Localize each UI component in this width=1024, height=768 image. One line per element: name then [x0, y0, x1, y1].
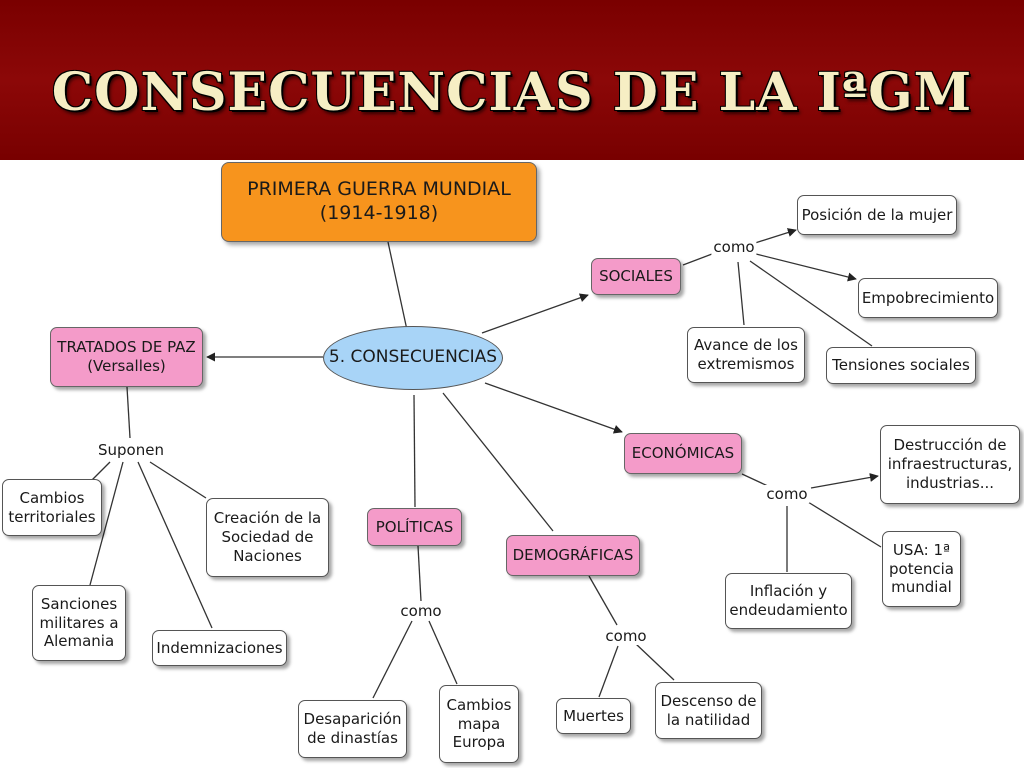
arrow-to-mujer [754, 228, 797, 244]
line-como-mapa [428, 620, 458, 685]
node-muertes: Muertes [556, 698, 631, 734]
line-sociales-como [682, 253, 713, 266]
center-node: 5. CONSECUENCIAS [323, 326, 503, 390]
node-usa-potencia: USA: 1ª potencia mundial [882, 531, 961, 607]
line-suponen-indemnizaciones [137, 461, 213, 629]
node-empobrecimiento: Empobrecimiento [858, 278, 998, 318]
category-economicas: ECONÓMICAS [624, 433, 742, 474]
line-como-tensiones [749, 260, 873, 347]
line-como-dinastias [372, 620, 413, 699]
arrow-to-sociales [481, 293, 589, 334]
line-economicas-como [741, 473, 771, 488]
link-label-como-sociales: como [711, 238, 757, 256]
line-to-demograficas [442, 392, 554, 532]
slide-title: CONSECUENCIAS DE LA IªGM [51, 62, 973, 123]
line-como-extremismos [737, 261, 745, 326]
node-dinastias: Desaparición de dinastías [298, 700, 407, 758]
arrow-to-empobrecimiento [755, 253, 857, 282]
category-sociales: SOCIALES [591, 258, 681, 295]
line-como-natalidad [635, 643, 675, 681]
line-suponen-sanciones [89, 461, 124, 586]
node-tensiones-sociales: Tensiones sociales [826, 347, 976, 384]
node-posicion-mujer: Posición de la mujer [797, 195, 957, 235]
line-como-muertes [598, 645, 619, 698]
line-to-politicas [413, 394, 416, 508]
node-inflacion: Inflación y endeudamiento [725, 573, 852, 629]
node-sanciones: Sanciones militares a Alemania [32, 585, 126, 661]
node-cambios-territoriales: Cambios territoriales [2, 479, 102, 536]
category-tratados: TRATADOS DE PAZ (Versalles) [50, 327, 203, 387]
node-indemnizaciones: Indemnizaciones [152, 630, 287, 666]
arrow-to-destruccion [810, 472, 879, 489]
link-label-suponen: Suponen [96, 441, 166, 459]
line-suponen-sociedad [149, 461, 207, 499]
link-label-como-politicas: como [398, 602, 444, 620]
node-sociedad-naciones: Creación de la Sociedad de Naciones [206, 498, 329, 577]
node-destruccion: Destrucción de infraestructuras, industr… [880, 425, 1020, 504]
line-tratados-suponen [126, 386, 131, 439]
node-cambios-mapa: Cambios mapa Europa [439, 685, 519, 763]
root-node: PRIMERA GUERRA MUNDIAL (1914-1918) [221, 162, 537, 242]
line-demograficas-como [588, 575, 618, 626]
link-label-como-economicas: como [764, 485, 810, 503]
arrow-to-economicas [484, 382, 623, 434]
slide-header: CONSECUENCIAS DE LA IªGM [0, 0, 1024, 160]
line-root-center [387, 241, 408, 331]
category-demograficas: DEMOGRÁFICAS [506, 535, 640, 576]
category-politicas: POLÍTICAS [367, 508, 462, 546]
node-extremismos: Avance de los extremismos [687, 327, 805, 383]
link-label-como-demograficas: como [603, 627, 649, 645]
line-como-usa [807, 501, 882, 548]
line-politicas-como [417, 545, 422, 602]
node-descenso-natalidad: Descenso de la natilidad [655, 682, 762, 739]
